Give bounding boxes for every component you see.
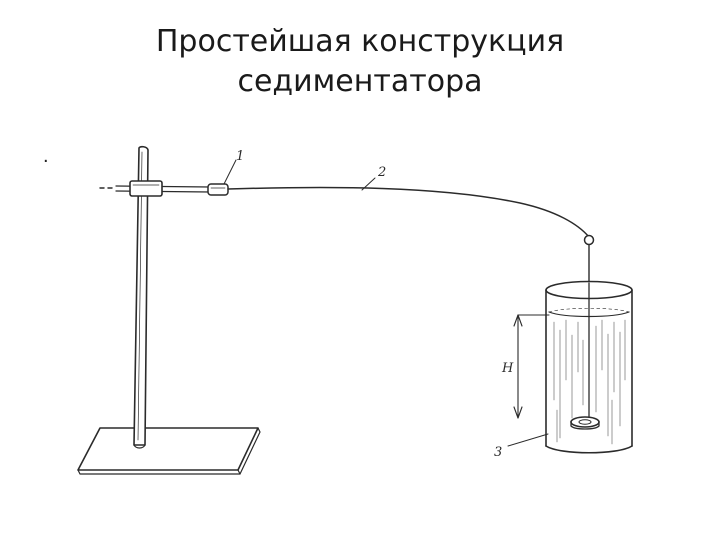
beam-holder-1	[207, 183, 229, 196]
label-height-h: H	[501, 361, 514, 376]
flexible-beam-2	[227, 186, 590, 238]
title-line-1: Простейшая конструкция	[155, 24, 565, 59]
height-dimension	[513, 314, 550, 419]
label-holder-1: 1	[236, 149, 244, 164]
rod-clamp	[129, 180, 163, 197]
bullet-mark: .	[43, 145, 49, 167]
slide-title: Простейшая конструкция седиментатора	[0, 22, 720, 102]
hook	[583, 234, 595, 284]
leader-lines	[223, 159, 549, 447]
label-beam-2: 2	[377, 165, 386, 180]
stand-rod	[133, 145, 149, 449]
stand-base	[77, 427, 261, 475]
sediment-pan-3	[570, 416, 600, 430]
cylinder-vessel	[545, 280, 633, 454]
label-pan-3: 3	[494, 445, 502, 460]
title-line-2: седиментатора	[237, 64, 483, 99]
